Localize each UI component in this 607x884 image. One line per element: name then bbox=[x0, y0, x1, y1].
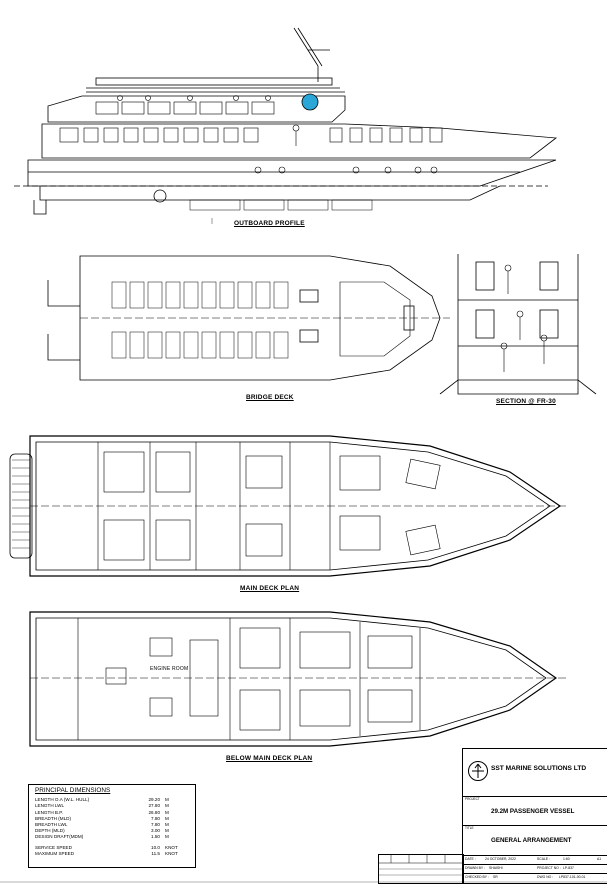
main-deck-title: MAIN DECK PLAN bbox=[240, 585, 300, 592]
project-name: 29.2M PASSENGER VESSEL bbox=[491, 808, 575, 815]
outboard-profile-title: OUTBOARD PROFILE bbox=[234, 220, 305, 227]
project-label: PROJECT bbox=[465, 797, 480, 801]
outboard-profile-view bbox=[14, 27, 558, 224]
company-header: SST MARINE SOLUTIONS LTD bbox=[463, 749, 607, 797]
project-no-value: LP-837 bbox=[563, 866, 574, 870]
scale-value: 1:60 bbox=[563, 857, 570, 861]
revision-grid bbox=[379, 855, 463, 876]
below-main-deck-view bbox=[29, 611, 566, 747]
below-main-deck-title: BELOW MAIN DECK PLAN bbox=[226, 755, 313, 762]
section-view bbox=[439, 254, 597, 395]
dwg-no-value: LP837-101-00-01 bbox=[559, 875, 586, 879]
date-row: DATE : 24 OCTOBER, 2022 SCALE : 1:60 A1 bbox=[463, 855, 607, 865]
title-box: TITLE GENERAL ARRANGEMENT bbox=[463, 825, 607, 856]
principal-dimensions-table: PRINCIPAL DIMENSIONS LENGTH O.A (W.L. HU… bbox=[28, 784, 196, 868]
revision-table bbox=[378, 854, 464, 884]
engine-room-label: ENGINE ROOM bbox=[150, 666, 189, 672]
title-block: SST MARINE SOLUTIONS LTD PROJECT 29.2M P… bbox=[462, 748, 607, 884]
company-logo bbox=[468, 761, 488, 781]
drawn-row: DRAWN BY : SHAISHI PROJECT NO : LP-837 bbox=[463, 864, 607, 874]
bridge-deck-view bbox=[47, 255, 450, 381]
date-value: 24 OCTOBER, 2022 bbox=[485, 857, 516, 861]
bridge-deck-title: BRIDGE DECK bbox=[246, 394, 294, 401]
checked-by-value: SR bbox=[493, 875, 498, 879]
drawn-by-value: SHAISHI bbox=[489, 866, 503, 870]
company-name: SST MARINE SOLUTIONS LTD bbox=[491, 765, 587, 772]
title-label: TITLE bbox=[465, 826, 474, 830]
section-title: SECTION @ FR-30 bbox=[496, 398, 556, 405]
sheet-size: A1 bbox=[597, 857, 602, 861]
drawing-title: GENERAL ARRANGEMENT bbox=[491, 837, 572, 844]
main-deck-view bbox=[9, 435, 566, 577]
principal-dimensions-title: PRINCIPAL DIMENSIONS bbox=[35, 787, 111, 794]
project-box: PROJECT 29.2M PASSENGER VESSEL bbox=[463, 796, 607, 826]
checked-row: CHECKED BY : SR DWG NO : LP837-101-00-01 bbox=[465, 875, 586, 879]
